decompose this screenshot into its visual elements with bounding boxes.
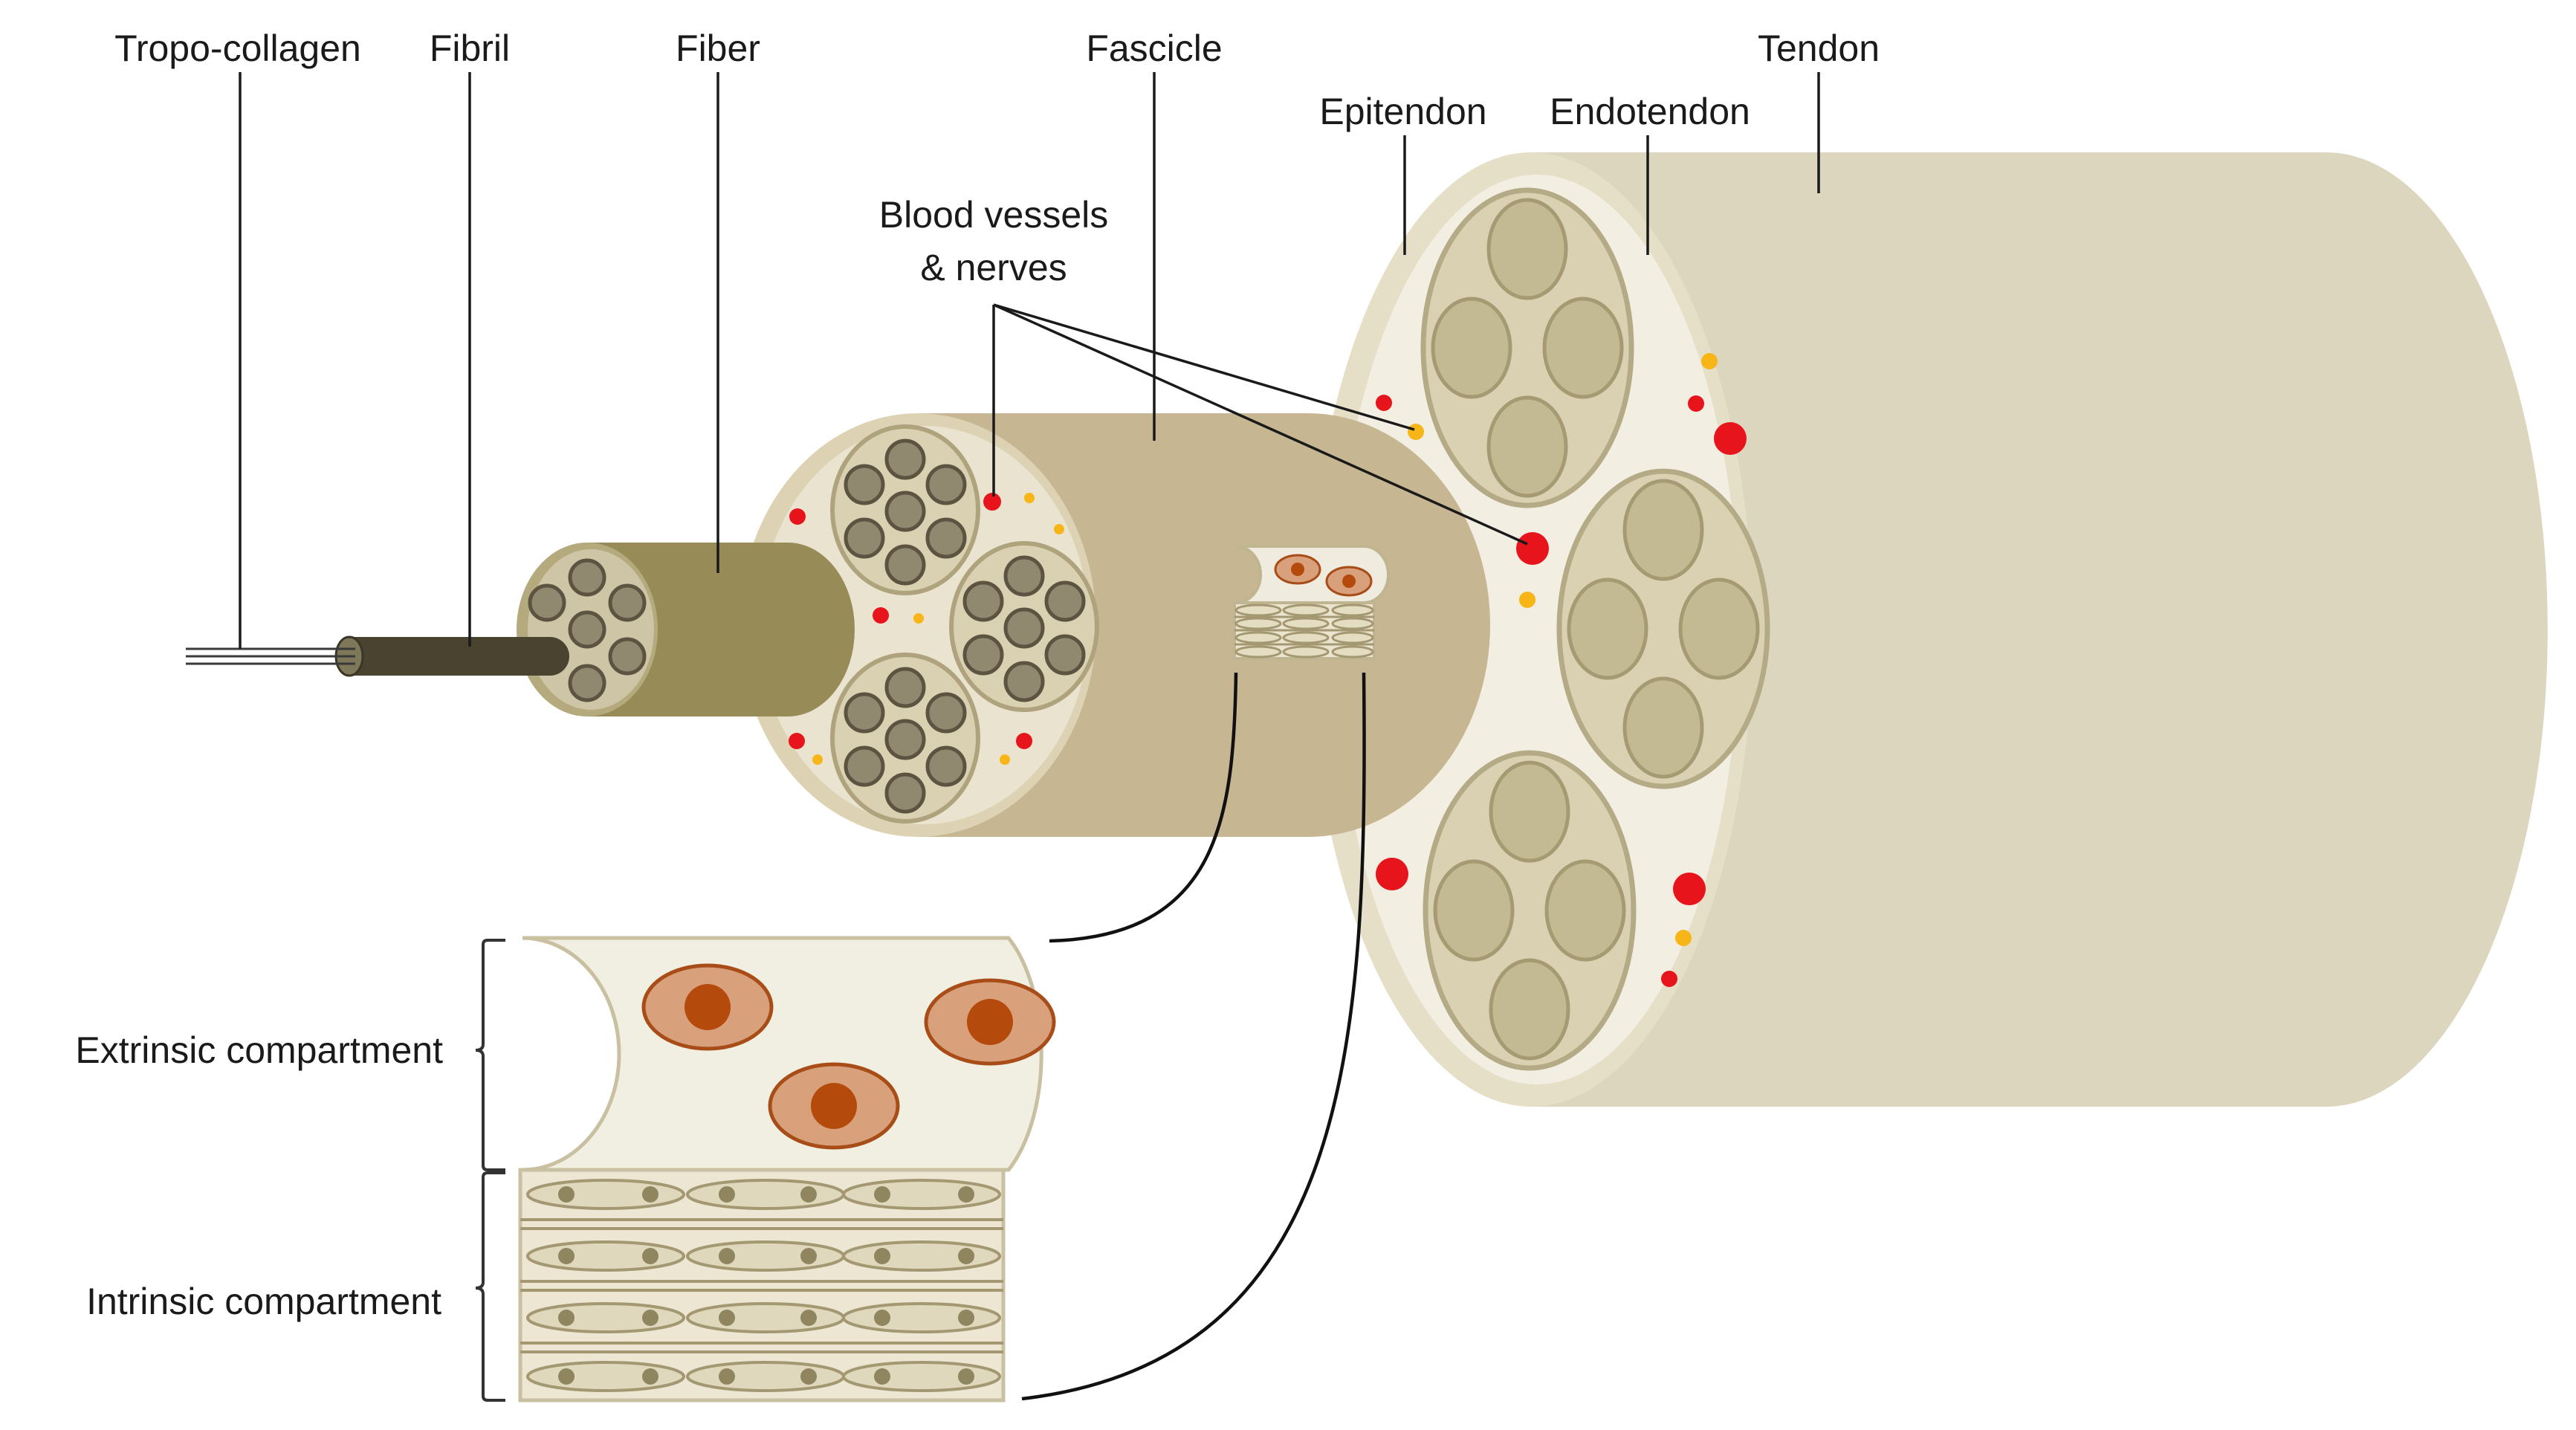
nerve: [1000, 754, 1010, 765]
fibril-structure: [334, 635, 569, 677]
fiber-body: [587, 543, 855, 716]
label-epitendon: Epitendon: [1319, 91, 1486, 132]
tendon-vessels: [1376, 353, 1747, 987]
label-blood-vessels-line2: & nerves: [920, 247, 1067, 288]
label-fiber: Fiber: [676, 28, 760, 69]
label-fascicle: Fascicle: [1086, 28, 1222, 69]
nerve: [1519, 592, 1535, 608]
blood-vessel: [873, 607, 889, 624]
leader-vessels-tendon-vessel: [993, 303, 1528, 546]
blood-vessel: [1714, 422, 1747, 455]
cell-nucleus: [967, 999, 1013, 1045]
label-tropocollagen: Tropo-collagen: [114, 28, 361, 69]
fascicle-structure: [740, 413, 1490, 837]
label-extrinsic: Extrinsic compartment: [75, 1029, 443, 1071]
fascicle-fiber-right: [949, 541, 1099, 712]
label-blood-vessels-line1: Blood vessels: [879, 194, 1109, 236]
tendon-bundle-middle: [1556, 468, 1770, 789]
nerve: [812, 754, 823, 765]
nerve: [1408, 424, 1424, 440]
tropocollagen-strands: [186, 647, 355, 665]
intrinsic-nuclei: [558, 1186, 974, 1385]
leader-vessels-tendon-nerve: [993, 303, 1415, 431]
blood-vessel: [789, 508, 806, 525]
blood-vessel: [983, 493, 1001, 511]
label-tendon: Tendon: [1758, 28, 1880, 69]
fibril-body: [349, 637, 569, 676]
nerve: [1024, 493, 1035, 503]
fascicle-fiber-top: [830, 424, 980, 595]
label-endotendon: Endotendon: [1550, 91, 1750, 132]
nerve: [1701, 353, 1718, 369]
labels: Tropo-collagen Fibril Fiber Fascicle Ten…: [75, 28, 1880, 1322]
nerve: [1675, 930, 1692, 946]
blood-vessel: [1376, 395, 1392, 411]
blood-vessel: [1516, 532, 1549, 565]
magnify-line-upper: [1049, 672, 1238, 943]
tendon-bundle-bottom: [1423, 750, 1637, 1071]
blood-vessel: [1661, 971, 1677, 987]
tendon-structure: [1310, 152, 2548, 1107]
blood-vessel: [1673, 873, 1706, 905]
blood-vessel: [789, 733, 805, 749]
leader-lines: [239, 72, 1820, 649]
magnify-line-lower: [1021, 672, 1366, 1401]
cell-nucleus: [811, 1083, 857, 1129]
extrinsic-cells: [641, 963, 1056, 1150]
tendon-bundle-top: [1420, 187, 1634, 508]
nerve: [913, 613, 924, 624]
fiber-structure: [517, 543, 855, 716]
fascicle-fiber-bottom: [830, 653, 980, 824]
blood-vessel: [1376, 858, 1408, 890]
blood-vessel: [1688, 395, 1704, 412]
cell-nucleus: [685, 984, 731, 1030]
fascicle-vessels: [789, 493, 1064, 765]
nerve: [1054, 524, 1064, 534]
compartment-detail: [475, 672, 1366, 1402]
label-fibril: Fibril: [430, 28, 510, 69]
blood-vessel: [1016, 733, 1032, 749]
extrinsic-brace: [475, 939, 505, 1171]
intrinsic-brace: [475, 1171, 505, 1402]
fascicle-compartment-inset: [1233, 545, 1390, 660]
tendon-body: [1531, 152, 2548, 1107]
label-intrinsic: Intrinsic compartment: [86, 1281, 441, 1322]
